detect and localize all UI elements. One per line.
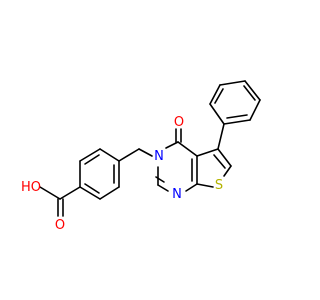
bond [165, 141, 179, 149]
hydroxyl-label: HO [21, 180, 41, 195]
bond [217, 148, 232, 167]
sulfur-label: S [215, 178, 223, 193]
bond [209, 84, 221, 105]
bond [217, 123, 225, 150]
bond [138, 148, 153, 157]
bond [177, 141, 198, 157]
bond [223, 119, 251, 125]
bond [196, 148, 219, 157]
bond [223, 165, 232, 177]
bond [213, 154, 226, 169]
bond [59, 186, 81, 200]
n1-nitrogen-label: N [172, 187, 182, 202]
n3-nitrogen-label: N [154, 149, 164, 164]
bond-inner [84, 154, 100, 165]
bond [219, 80, 246, 86]
acid-oxygen-label: O [55, 218, 65, 233]
bond [249, 99, 261, 121]
bond [157, 184, 169, 192]
carbonyl-oxygen-label: O [174, 115, 184, 130]
bond [99, 186, 120, 200]
bond [39, 186, 61, 200]
structure-canvas: O N N S HO O [20, 80, 261, 233]
bond-inner [84, 183, 100, 194]
molecule-structure: O N N S HO O [21, 80, 261, 233]
bond [79, 186, 101, 200]
bond [118, 148, 140, 162]
bond-inner [243, 85, 256, 101]
bond [79, 148, 101, 162]
bond [196, 183, 214, 188]
bond-inner [226, 114, 248, 119]
bond [244, 80, 261, 101]
bond [99, 148, 120, 162]
bond [209, 103, 225, 125]
bond-inner [214, 88, 224, 104]
bond [185, 183, 198, 192]
